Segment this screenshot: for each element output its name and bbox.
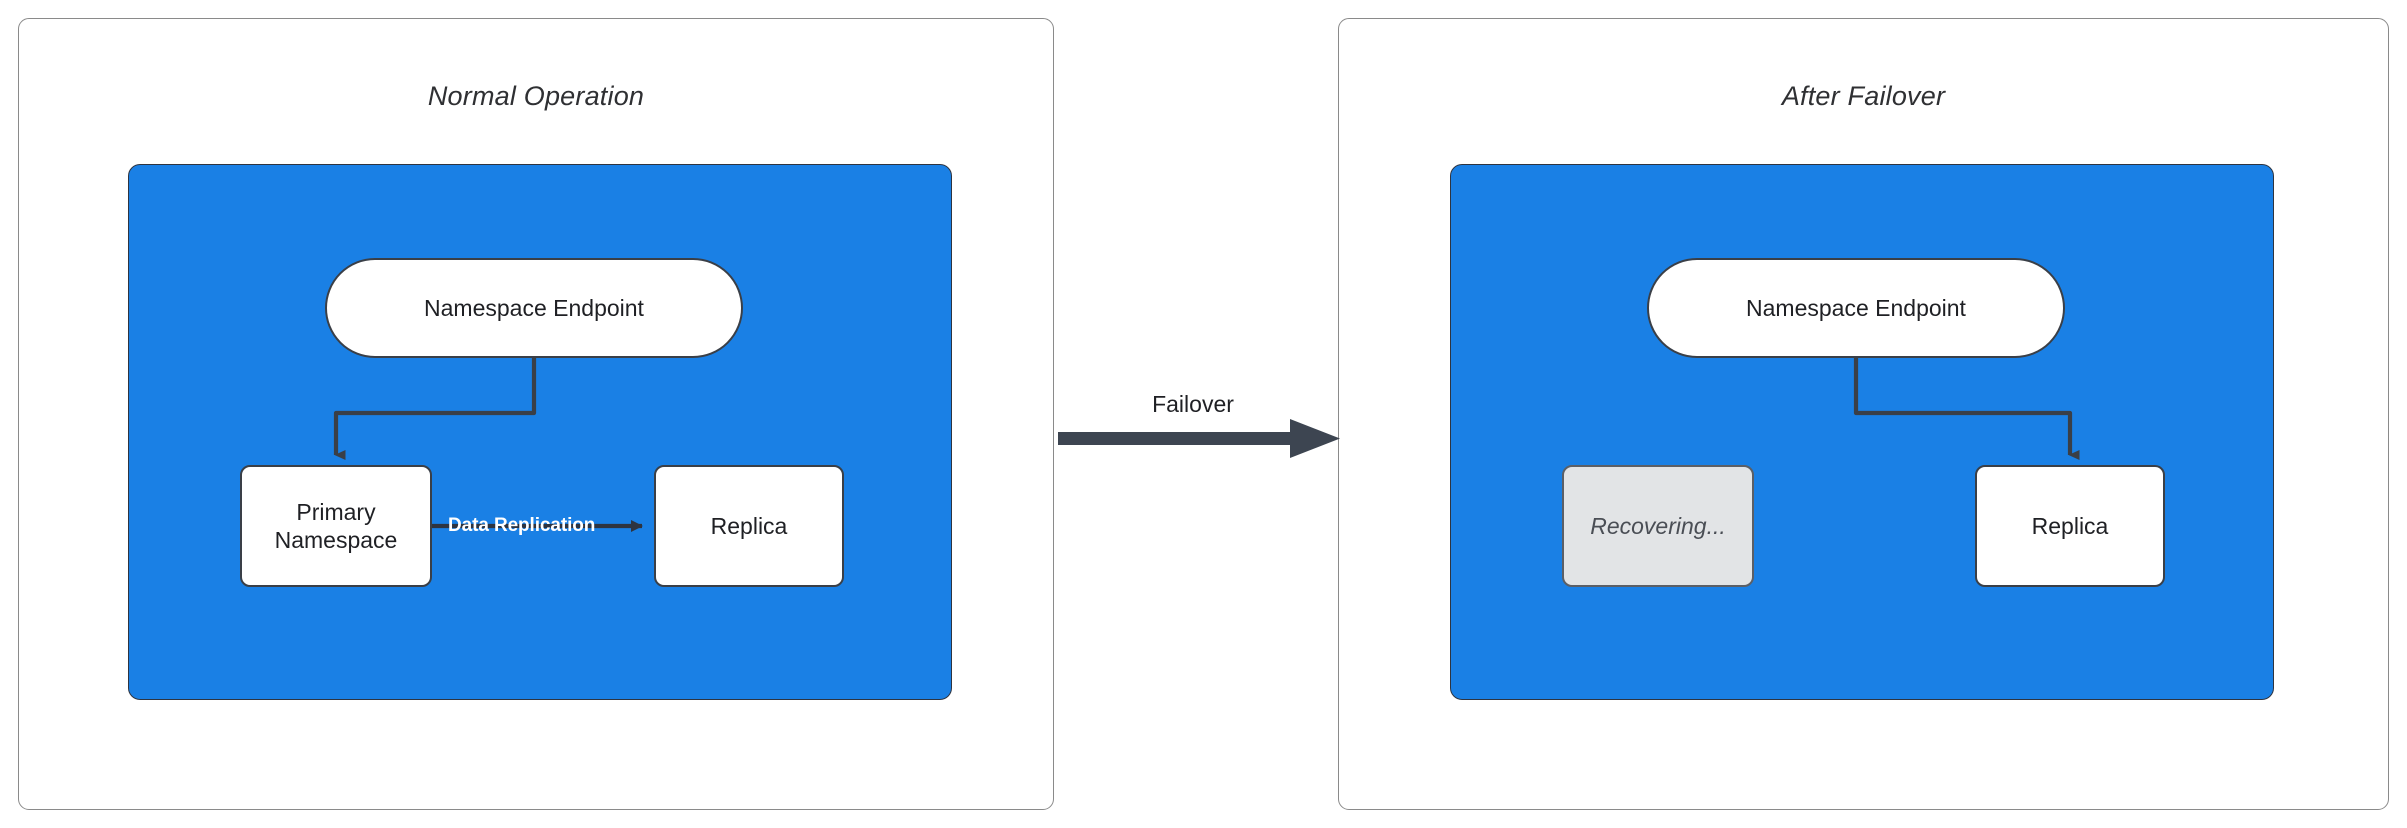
- failover-arrow: [1058, 419, 1340, 458]
- zone-normal-operation: [128, 164, 952, 700]
- node-replica-left[interactable]: Replica: [654, 465, 844, 587]
- zone-after-failover: [1450, 164, 2274, 700]
- node-primary-namespace[interactable]: Primary Namespace: [240, 465, 432, 587]
- node-namespace-endpoint-right[interactable]: Namespace Endpoint: [1647, 258, 2065, 358]
- panel-title-normal-operation: Normal Operation: [427, 81, 645, 111]
- failover-label: Failover: [1152, 391, 1234, 417]
- panel-title-after-failover: After Failover: [1781, 81, 1946, 111]
- node-namespace-endpoint-left[interactable]: Namespace Endpoint: [325, 258, 743, 358]
- node-replica-right[interactable]: Replica: [1975, 465, 2165, 587]
- edge-label-data-replication: Data Replication: [448, 515, 596, 536]
- node-recovering[interactable]: Recovering...: [1562, 465, 1754, 587]
